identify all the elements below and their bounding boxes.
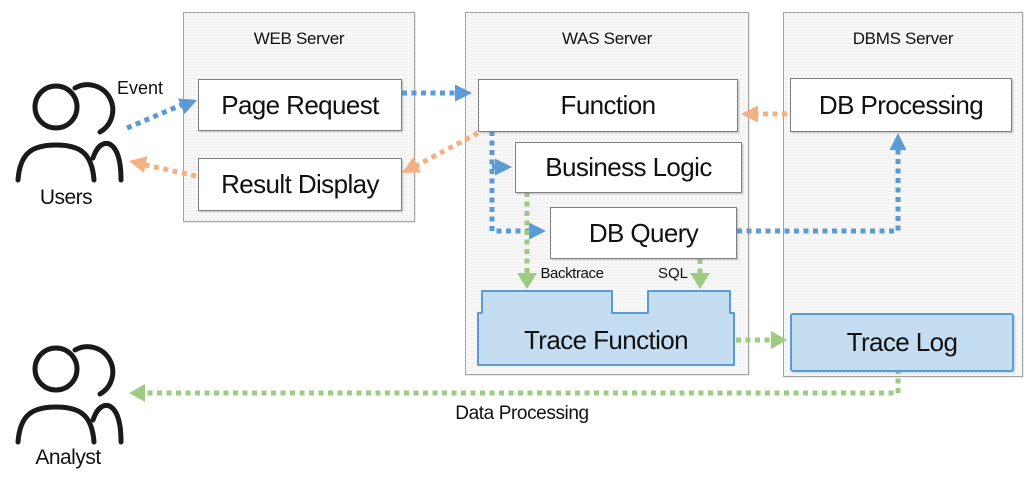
arrowhead (741, 105, 758, 123)
page-request-box: Page Request (198, 79, 402, 131)
result-display-box: Result Display (198, 158, 402, 211)
db-processing-box: DB Processing (790, 78, 1012, 132)
function-box: Function (478, 79, 738, 132)
trace-function-label: Trace Function (523, 324, 689, 355)
edge-label-data-processing: Data Processing (455, 403, 589, 424)
arrowhead (455, 84, 472, 102)
dbms-server-title: DBMS Server (852, 29, 954, 48)
analyst-icon (15, 344, 124, 445)
arrow-function-to-result-display (410, 130, 480, 171)
arrow-function-to-db-query (489, 131, 529, 234)
arrowhead (889, 133, 907, 150)
db-query-box: DB Query (550, 207, 737, 259)
edge-label-event: Event (116, 78, 164, 98)
web-server-title: WEB Server (253, 29, 345, 48)
business-logic-box: Business Logic (515, 142, 742, 193)
trace-flow-arrows (143, 192, 901, 396)
arrowhead (495, 158, 512, 176)
request-flow-arrows (126, 90, 901, 234)
arrowhead (771, 331, 787, 349)
arrow-users-to-page-request (126, 100, 187, 131)
analyst-label: Analyst (35, 446, 101, 469)
was-server-title: WAS Server (562, 29, 652, 48)
arrowhead (129, 384, 145, 402)
arrowhead (402, 157, 422, 173)
arrowhead (129, 156, 148, 173)
edge-label-sql: SQL (657, 265, 688, 282)
users-icon (15, 82, 124, 183)
edge-label-backtrace: Backtrace (540, 265, 604, 282)
trace-function-shape (477, 290, 735, 366)
arrowhead (517, 273, 537, 289)
response-flow-arrows (140, 111, 787, 179)
response-flow-arrowheads (129, 105, 758, 173)
users-label: Users (39, 186, 93, 209)
arrow-result-display-to-users (140, 161, 197, 179)
arrow-trace-log-to-analyst (143, 369, 901, 396)
arrow-db-query-to-db-processing (737, 144, 901, 234)
arrowhead (529, 222, 546, 240)
trace-flow-arrowheads (129, 273, 787, 402)
trace-log-box: Trace Log (790, 313, 1014, 372)
arrowhead (690, 273, 710, 289)
request-flow-arrowheads (178, 84, 907, 240)
arrowhead (178, 98, 197, 115)
